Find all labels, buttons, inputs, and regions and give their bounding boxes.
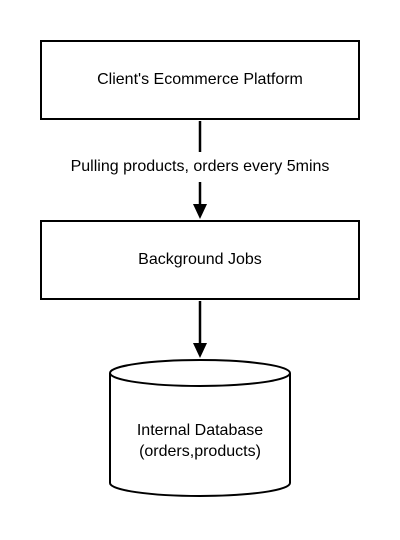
node-label-jobs: Background Jobs xyxy=(138,251,262,268)
node-label-platform: Client's Ecommerce Platform xyxy=(97,71,303,88)
node-client-ecommerce-platform: Client's Ecommerce Platform xyxy=(40,40,360,120)
database-label-line1: Internal Database xyxy=(136,422,264,439)
arrowhead-into-database xyxy=(193,343,207,358)
node-internal-database: Internal Database (orders,products) xyxy=(110,420,290,462)
cylinder-top xyxy=(109,359,291,387)
database-label-line2: (orders,products) xyxy=(139,443,261,460)
cylinder-body xyxy=(109,373,291,497)
arrowhead-into-jobs xyxy=(193,204,207,219)
edge-label-pulling: Pulling products, orders every 5mins xyxy=(0,156,400,178)
edge-label-text: Pulling products, orders every 5mins xyxy=(68,158,332,175)
database-cylinder xyxy=(109,359,291,497)
node-background-jobs: Background Jobs xyxy=(40,220,360,300)
